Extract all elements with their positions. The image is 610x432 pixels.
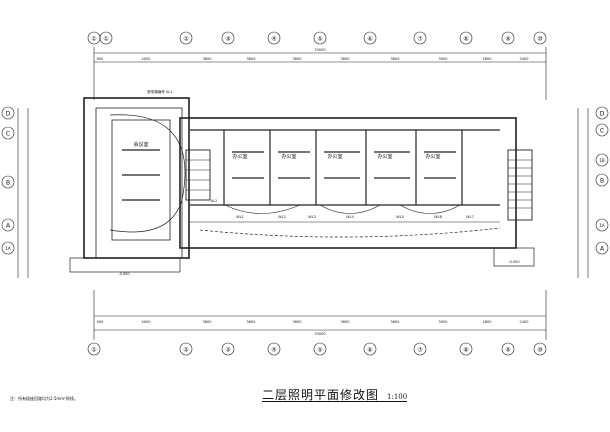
axis-label-right: A [600, 246, 605, 253]
dim-top: 3600 [341, 57, 350, 61]
drawing-title-block: 二层照明平面修改图 1:100 [262, 386, 407, 403]
dim-top: 2400 [520, 57, 529, 61]
axis-label-right: 1A [599, 223, 605, 228]
dim-bottom: 900 [97, 320, 104, 324]
room-label: 办公室 [327, 153, 342, 160]
axis-label-bottom: ② [183, 347, 189, 354]
axis-label-left: 1A [5, 246, 11, 251]
circuit-callout: WL2 [278, 215, 286, 219]
axis-label-bottom: ⑩ [537, 347, 542, 354]
axis-label-bottom: ⑥ [367, 347, 372, 354]
axis-label-top: ② [183, 36, 189, 43]
axis-label-right: 1B [599, 158, 605, 163]
axis-label-bottom: ④ [271, 347, 276, 354]
axis-label-right: B [600, 178, 604, 185]
right-axis-bubbles [595, 106, 609, 255]
dim-bottom: 3600 [247, 320, 256, 324]
axis-label-bottom: ③ [225, 347, 230, 354]
axis-label-top: ③ [225, 36, 230, 43]
drawing-scale: 1:100 [387, 393, 408, 401]
drawing-note: 注：所有插座回路均为2.5mm²铜线。 [10, 396, 78, 401]
dim-bottom: 3600 [293, 320, 302, 324]
room-label: 办公室 [232, 153, 247, 160]
circuit-callout: WL1 [236, 215, 244, 219]
dim-top: 3800 [203, 57, 212, 61]
dim-bottom-total: 33000 [314, 332, 325, 336]
top-axis-bubbles [87, 31, 547, 45]
room-label: 办公室 [281, 153, 296, 160]
axis-label-top: ⑧ [463, 36, 468, 43]
dim-bottom: 3000 [439, 320, 448, 324]
dim-bottom: 3600 [341, 320, 350, 324]
drawing-title: 二层照明平面修改图 [262, 388, 380, 402]
axis-label-top: ⑦ [417, 36, 423, 43]
axis-label-top: ⑥ [367, 36, 372, 43]
axis-label-left: C [6, 131, 10, 138]
elevation-callout: -0.050 [508, 260, 519, 264]
axis-label-top: ⑤ [317, 36, 322, 43]
title-underline [262, 401, 407, 402]
axis-label-top: ④ [271, 36, 276, 43]
circuit-callout: AL2 [211, 199, 218, 203]
axis-label-bottom: ⑦ [417, 347, 423, 354]
elevation-callout: -0.050 [118, 272, 129, 276]
circuit-callout: WL3 [308, 215, 316, 219]
panel-callout: 配电箱编号 AL1 [147, 89, 172, 94]
axis-label-right: D [600, 111, 605, 118]
dim-top: 3600 [247, 57, 256, 61]
dim-top: 3000 [439, 57, 448, 61]
dim-top: 3600 [293, 57, 302, 61]
dim-top: 900 [97, 57, 104, 61]
circuit-callout: WL6 [434, 215, 442, 219]
dim-bottom: 2400 [520, 320, 529, 324]
axis-label-bottom: ⑨ [505, 347, 510, 354]
axis-label-right: C [600, 128, 604, 135]
dim-top: 4000 [142, 57, 151, 61]
bottom-axis-bubbles [87, 342, 547, 356]
room-label: 办公室 [377, 153, 392, 160]
axis-label-bottom: ⑧ [463, 347, 468, 354]
axis-label-top: ⑩ [537, 36, 542, 43]
axis-label-left: A [6, 223, 11, 230]
dim-top: 2800 [483, 57, 492, 61]
dim-top: 3600 [391, 57, 400, 61]
dim-bottom: 2800 [483, 320, 492, 324]
left-axis-bubbles [1, 106, 15, 255]
circuit-callout: WL4 [346, 215, 354, 219]
axis-label-left: D [6, 111, 11, 118]
dim-bottom: 3800 [203, 320, 212, 324]
axis-label-top: ① [91, 36, 96, 43]
dim-bottom: 3600 [391, 320, 400, 324]
room-label: 办公室 [425, 153, 440, 160]
axis-label-top: ① [103, 36, 108, 43]
circuit-callout: WL7 [466, 215, 474, 219]
axis-label-bottom: ⑤ [317, 347, 322, 354]
circuit-callout: WL5 [396, 215, 404, 219]
axis-label-bottom: ① [91, 347, 96, 354]
dim-top-total: 33000 [314, 48, 325, 52]
dim-bottom: 4000 [142, 320, 151, 324]
axis-label-left: B [6, 180, 10, 187]
axis-label-top: ⑨ [505, 36, 510, 43]
room-label: 会议室 [133, 141, 148, 148]
